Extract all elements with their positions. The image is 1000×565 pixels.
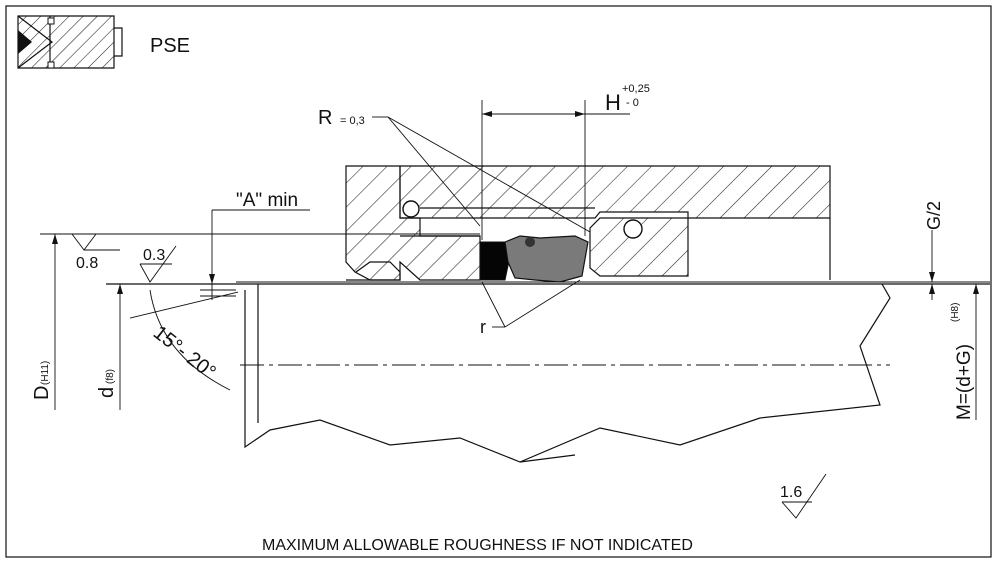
- roughness-16-symbol: [781, 473, 827, 519]
- d-minor-dimension: [117, 284, 123, 410]
- h-upper-tolerance: +0,25: [622, 83, 650, 95]
- seal-element: [479, 235, 589, 283]
- drawing-frame: [5, 5, 992, 558]
- roughness-03-label: 0.3: [143, 247, 165, 264]
- d-major-dimension: [52, 234, 58, 410]
- a-min-label: "A" min: [236, 190, 298, 211]
- chamfer-angle-dimension: [129, 289, 239, 391]
- d-major-tolerance: (H11): [40, 361, 51, 385]
- a-min-dimension: [200, 209, 310, 300]
- seal-type-title: PSE: [150, 35, 190, 57]
- roughness-03-symbol: [139, 245, 177, 283]
- m-dimension: [973, 284, 979, 420]
- footer-note: MAXIMUM ALLOWABLE ROUGHNESS IF NOT INDIC…: [262, 537, 693, 554]
- h-label: H: [605, 90, 621, 115]
- d-minor-tolerance: (f8): [105, 369, 116, 384]
- g-half-dimension: [929, 230, 935, 300]
- r-small-label: r: [480, 317, 486, 337]
- g-half-label: G/2: [924, 201, 944, 230]
- o-ring-left: [402, 200, 420, 218]
- seal-profile-icon: [17, 15, 123, 69]
- o-ring-right: [623, 219, 643, 239]
- housing-section: [345, 165, 831, 281]
- m-label: M=(d+G): [954, 344, 975, 420]
- chamfer-angle-label: 15°- 20°: [149, 322, 220, 384]
- r-value: = 0,3: [340, 115, 365, 127]
- shaft-break-line: [244, 283, 891, 463]
- m-tolerance: (H8): [950, 303, 961, 322]
- r-label: R: [318, 107, 332, 129]
- h-lower-tolerance: - 0: [626, 97, 639, 109]
- r-small-leader: [481, 279, 581, 328]
- roughness-08-symbol: [71, 233, 120, 251]
- d-major-label: D: [31, 386, 53, 400]
- roughness-16-label: 1.6: [780, 484, 802, 501]
- d-minor-label: d: [96, 387, 118, 398]
- r-leader-lines: [372, 116, 591, 233]
- roughness-08-label: 0.8: [76, 255, 98, 272]
